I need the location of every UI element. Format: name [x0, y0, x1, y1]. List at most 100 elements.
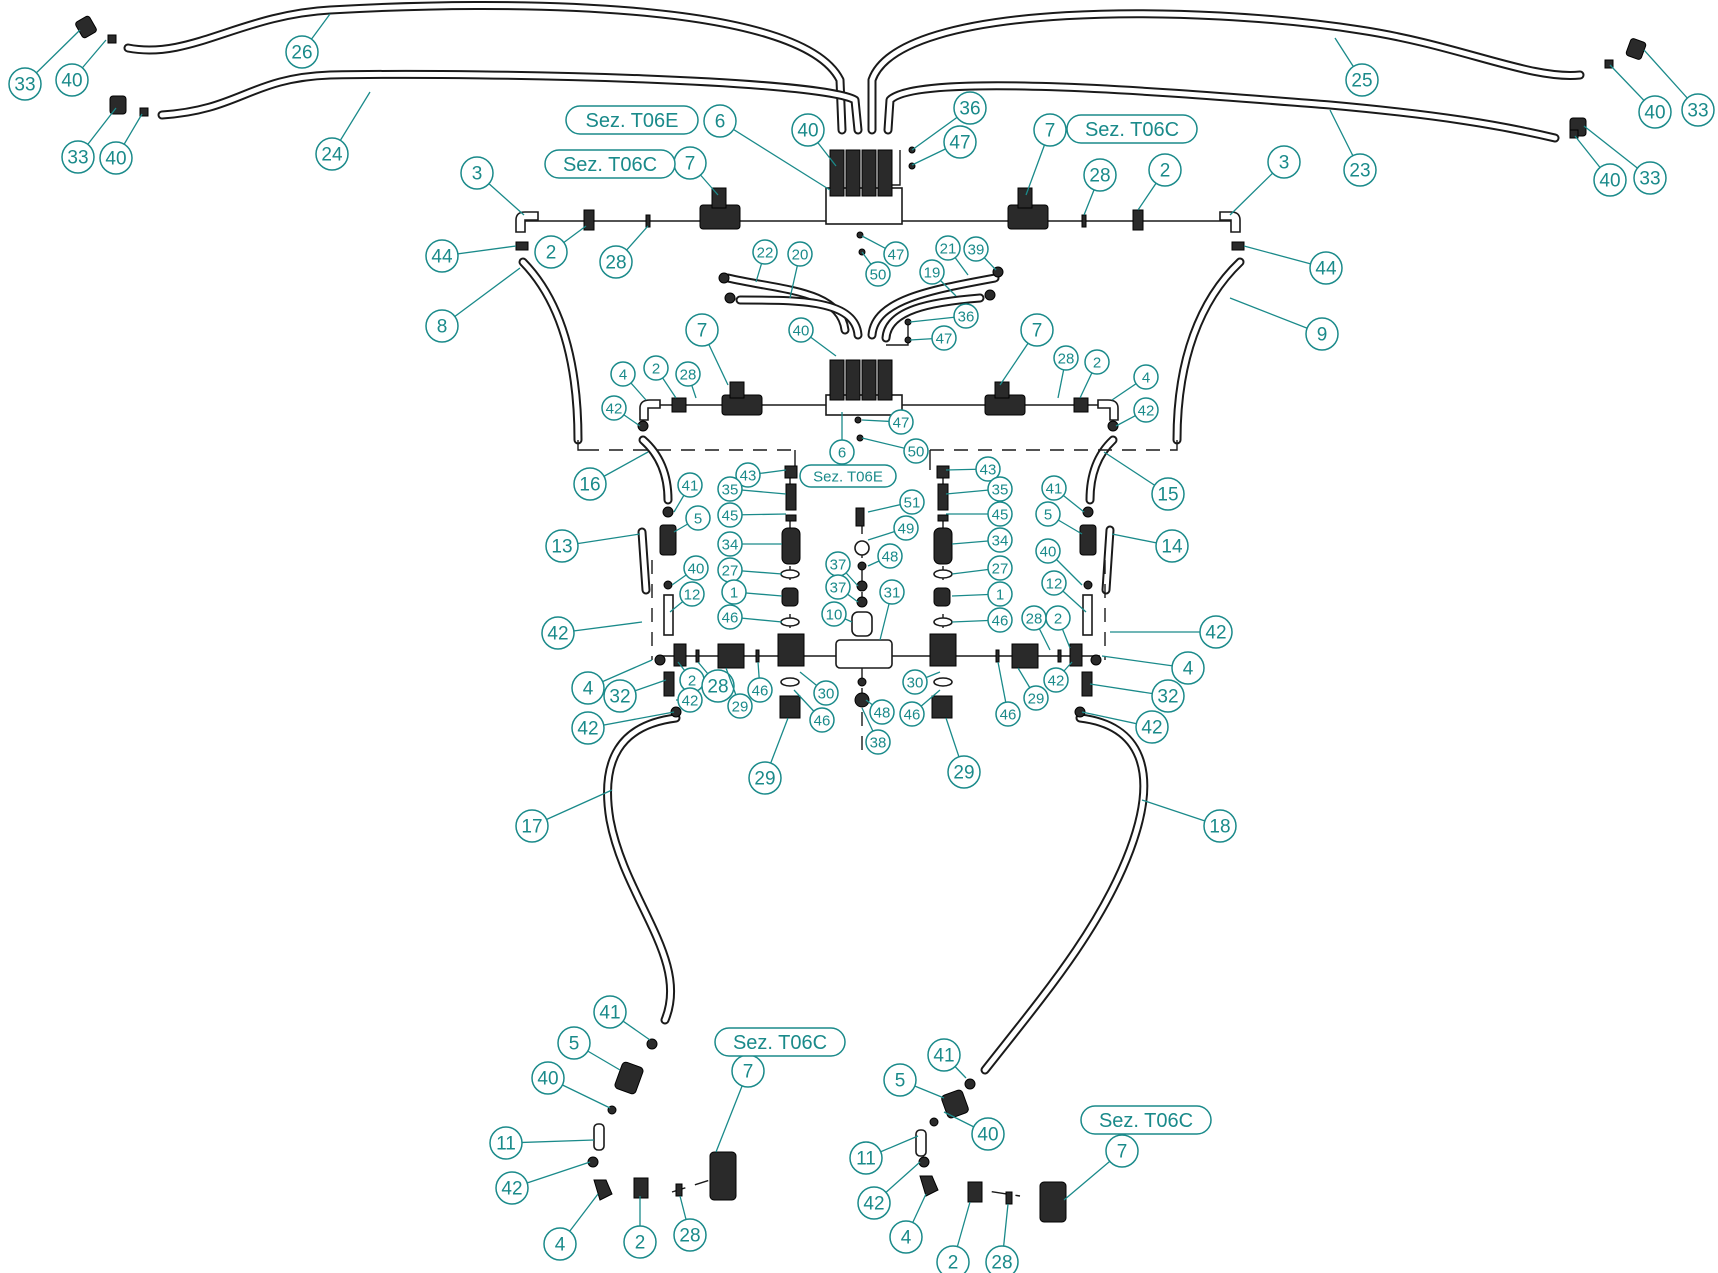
callout-mid-42r: 42 — [1115, 397, 1159, 427]
callout-r-43: 43 — [945, 456, 1001, 482]
callout-balloon — [791, 113, 825, 147]
callout-number: 8 — [437, 317, 448, 338]
callout-number: 40 — [1644, 103, 1665, 124]
callout-bl-5: 5 — [557, 1026, 621, 1071]
callout-r-45: 45 — [946, 501, 1013, 527]
callout-number: 40 — [1599, 171, 1620, 192]
callout-number: 31 — [884, 585, 901, 602]
callout-mid-40: 40 — [788, 317, 837, 357]
callout-balloon — [601, 395, 627, 421]
callout-number: 20 — [792, 247, 809, 264]
callout-balloon — [931, 325, 957, 351]
callout-br-4: 4 — [889, 1193, 927, 1254]
callout-number: 46 — [904, 707, 921, 724]
callout-balloon — [515, 809, 549, 843]
callout-hose-14: 14 — [1111, 529, 1189, 563]
callout-number: 42 — [577, 719, 598, 740]
callout-balloon — [1199, 615, 1233, 649]
callout-balloon — [1151, 477, 1185, 511]
callout-balloon — [1035, 538, 1061, 564]
section-label-bottom-right-valve: Sez. T06C — [1080, 1105, 1212, 1135]
callout-number: 7 — [743, 1062, 754, 1083]
section-label-box — [714, 1027, 846, 1057]
callout-hose-15: 15 — [1103, 451, 1185, 511]
callout-number: 35 — [992, 482, 1009, 499]
callout-number: 4 — [555, 1235, 566, 1256]
callout-number: 1 — [996, 587, 1004, 604]
callout-number: 40 — [105, 149, 126, 170]
callout-number: 4 — [1183, 659, 1194, 680]
callout-mid-7l: 7 — [685, 313, 729, 386]
callout-number: 40 — [1040, 544, 1057, 561]
callout-number: 5 — [895, 1071, 906, 1092]
callout-number: 17 — [521, 817, 542, 838]
callout-balloon — [717, 502, 743, 528]
callout-balloon — [975, 456, 1001, 482]
callout-number: 45 — [722, 508, 739, 525]
callout-balloon — [893, 515, 919, 541]
callout-h-19: 19 — [919, 259, 957, 297]
callout-top-28r: 28 — [1083, 158, 1117, 216]
callout-balloon — [849, 1141, 883, 1175]
section-label-box — [799, 464, 897, 488]
callout-tr-23: 23 — [1329, 109, 1377, 187]
callout-r-5: 5 — [1035, 501, 1083, 535]
callout-balloon — [903, 438, 929, 464]
hose-19 — [881, 293, 985, 343]
callout-bl-28: 28 — [673, 1195, 707, 1252]
callout-balloon — [543, 1227, 577, 1261]
callout-number: 2 — [652, 361, 660, 378]
callout-balloon — [865, 729, 891, 755]
section-label-text: Sez. T06C — [733, 1032, 827, 1054]
hose-17 — [603, 713, 681, 1025]
callout-tr2-33: 33 — [1583, 125, 1667, 195]
hose-22 — [723, 273, 850, 335]
callout-number: 28 — [1026, 611, 1043, 628]
callout-number: 48 — [882, 549, 899, 566]
callout-number: 7 — [685, 154, 696, 175]
callout-number: 37 — [830, 580, 847, 597]
callout-number: 6 — [838, 445, 846, 462]
callout-mid-2r: 2 — [1079, 349, 1110, 399]
hose-25 — [867, 9, 1585, 135]
callout-balloon — [315, 137, 349, 171]
callout-balloon — [995, 701, 1021, 727]
callout-balloon — [460, 156, 494, 190]
hose-13 — [637, 527, 651, 595]
callout-tlv-7: 7 — [673, 146, 719, 196]
callout-l-42a: 42 — [541, 616, 643, 650]
callout-top-6: 6 — [703, 104, 831, 191]
callout-balloon — [534, 235, 568, 269]
callout-balloon — [1135, 710, 1169, 744]
callout-r-42a: 42 — [1110, 615, 1233, 649]
callout-r-2: 2 — [1045, 605, 1071, 649]
callout-balloon — [1633, 161, 1667, 195]
callout-number: 42 — [1138, 403, 1155, 420]
callout-top-47: 47 — [911, 125, 977, 166]
callout-balloon — [1133, 397, 1159, 423]
callout-balloon — [721, 579, 747, 605]
callout-top-2r: 2 — [1137, 153, 1182, 211]
callout-tl2-40: 40 — [99, 113, 143, 175]
callout-number: 42 — [1048, 673, 1065, 690]
callout-top-28l: 28 — [599, 225, 649, 279]
callout-balloon — [61, 140, 95, 174]
callout-balloon — [1345, 63, 1379, 97]
callout-number: 42 — [606, 401, 623, 418]
callout-balloon — [879, 579, 905, 605]
callout-l-35: 35 — [717, 476, 787, 502]
callout-number: 4 — [619, 367, 627, 384]
callout-number: 42 — [1205, 623, 1226, 644]
callout-number: 44 — [431, 247, 453, 268]
callout-r-1: 1 — [951, 581, 1013, 607]
callout-balloon — [593, 995, 627, 1029]
callout-r-27: 27 — [951, 555, 1013, 581]
callout-balloon — [936, 1245, 970, 1273]
hose-18 — [980, 713, 1149, 1075]
callout-balloon — [1105, 1134, 1139, 1168]
callout-number: 29 — [732, 699, 749, 716]
callout-balloon — [425, 309, 459, 343]
callout-balloon — [1309, 251, 1343, 285]
callout-number: 35 — [722, 482, 739, 499]
callout-c-48b: 48 — [865, 699, 895, 725]
